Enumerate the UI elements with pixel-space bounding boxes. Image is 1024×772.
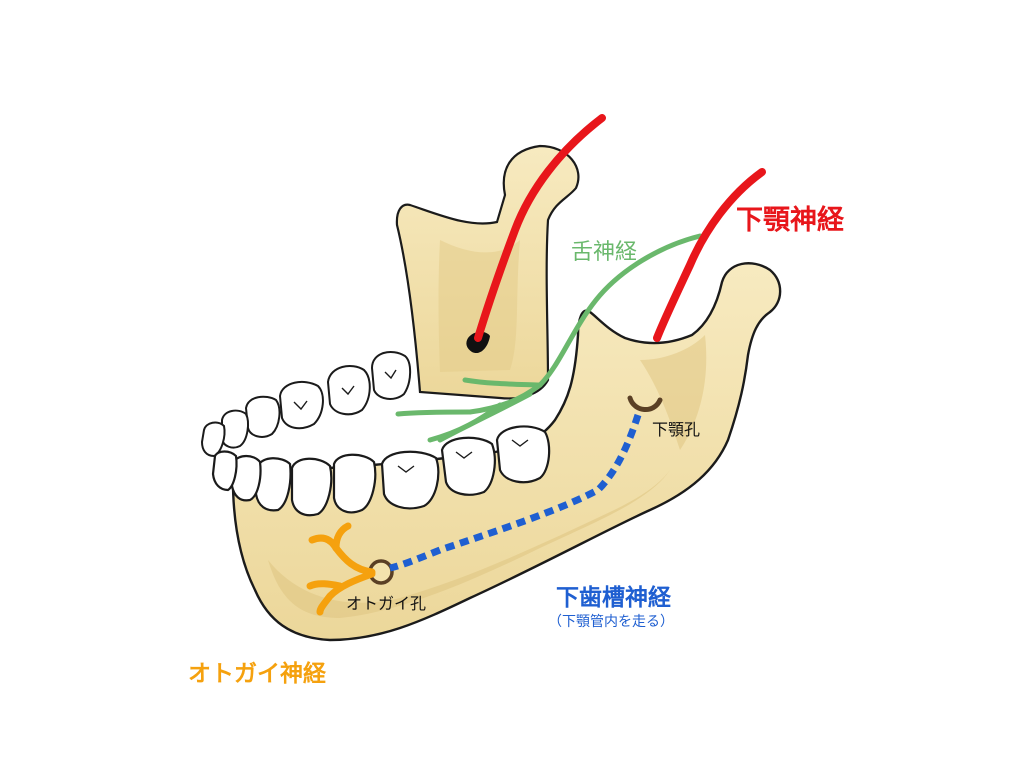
lingual-nerve-lines (395, 233, 703, 443)
far-foramen (466, 331, 490, 354)
label-mandibular-foramen: 下顎孔 (652, 420, 701, 439)
mandibular-foramen-mark (627, 395, 663, 412)
label-lingual-nerve: 舌神経 (571, 240, 638, 265)
label-mental-foramen: オトガイ孔 (346, 594, 427, 613)
inferior-alveolar-nerve-line (389, 413, 642, 572)
body-shadow (268, 470, 670, 618)
near-teeth-row (211, 425, 551, 517)
label-mental-nerve: オトガイ神経 (188, 661, 326, 687)
label-inferior-alveolar-note: （下顎管内を走る） (548, 614, 674, 630)
far-teeth-row (200, 351, 412, 458)
mental-nerve-branches (306, 522, 376, 616)
ramus-shadow (640, 335, 707, 450)
far-teeth-cusps (293, 369, 397, 411)
near-teeth-cusps (397, 439, 529, 473)
label-inferior-alveolar-nerve: 下歯槽神経 (556, 585, 671, 611)
label-mandibular-nerve: 下顎神経 (736, 205, 844, 236)
mandibular-nerve-lines (474, 114, 766, 342)
